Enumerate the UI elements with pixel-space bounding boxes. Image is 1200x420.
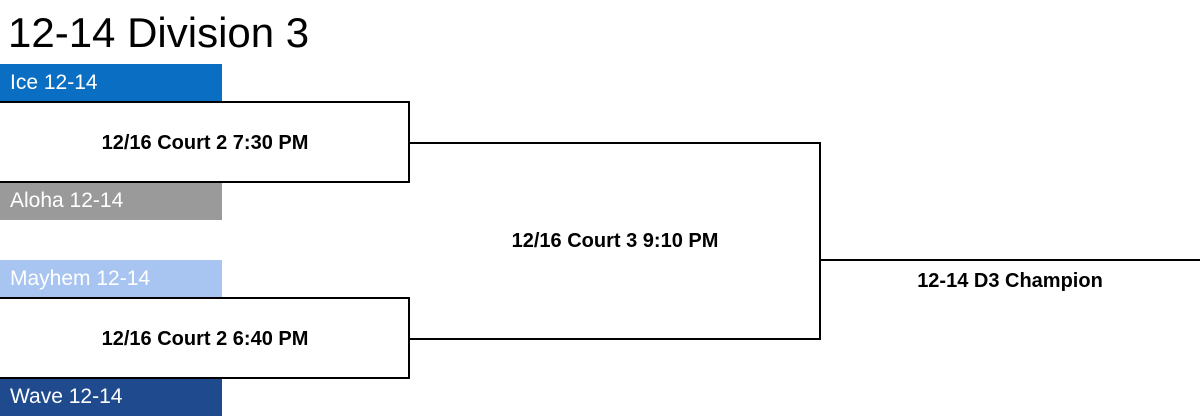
team-slot-mayhem: Mayhem 12-14 — [0, 260, 222, 298]
team-slot-ice: Ice 12-14 — [0, 64, 222, 102]
semifinal-1-label: 12/16 Court 2 7:30 PM — [101, 132, 309, 154]
bracket-line-top-2 — [0, 297, 410, 299]
bracket-title: 12-14 Division 3 — [8, 9, 310, 56]
semifinal-2-label: 12/16 Court 2 6:40 PM — [101, 328, 309, 350]
bracket-line-champion — [819, 259, 1200, 261]
champion-label: 12-14 D3 Champion — [917, 270, 1103, 292]
final-game-label: 12/16 Court 3 9:10 PM — [511, 230, 719, 252]
bracket-connector-final — [819, 142, 821, 340]
team-slot-wave: Wave 12-14 — [0, 378, 222, 416]
bracket-line-bottom-1 — [0, 181, 410, 183]
bracket-line-advance-1 — [408, 142, 821, 144]
bracket-line-bottom-2 — [0, 377, 410, 379]
bracket-line-advance-2 — [408, 338, 821, 340]
bracket-line-top-1 — [0, 101, 410, 103]
team-slot-aloha: Aloha 12-14 — [0, 182, 222, 220]
